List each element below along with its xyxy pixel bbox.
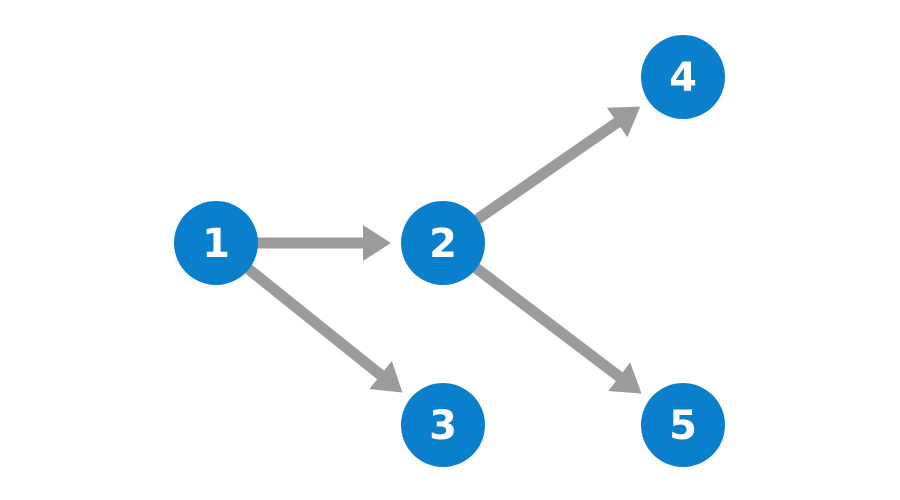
node-circle	[401, 201, 485, 285]
arrowhead-icon	[363, 225, 391, 261]
node-3: 3	[401, 383, 485, 467]
edge-shaft	[471, 262, 625, 383]
arrowhead-icon	[369, 360, 403, 393]
edge-shaft	[472, 116, 622, 225]
node-1: 1	[174, 201, 258, 285]
node-circle	[641, 35, 725, 119]
node-label: 4	[669, 55, 697, 101]
edge-2-5	[471, 262, 642, 394]
nodes-layer: 1 2 3 4 5	[174, 35, 725, 467]
node-label: 3	[429, 403, 457, 449]
edge-shaft	[243, 263, 386, 381]
node-circle	[174, 201, 258, 285]
edge-2-4	[472, 106, 641, 225]
node-label: 5	[669, 403, 697, 449]
edge-1-2	[256, 225, 391, 261]
node-2: 2	[401, 201, 485, 285]
node-circle	[401, 383, 485, 467]
node-circle	[641, 383, 725, 467]
arrowhead-icon	[606, 106, 641, 138]
edges-layer	[243, 106, 642, 394]
node-5: 5	[641, 383, 725, 467]
edge-1-3	[243, 263, 403, 393]
node-label: 1	[202, 221, 230, 267]
node-label: 2	[429, 221, 457, 267]
arrowhead-icon	[608, 362, 642, 394]
node-4: 4	[641, 35, 725, 119]
